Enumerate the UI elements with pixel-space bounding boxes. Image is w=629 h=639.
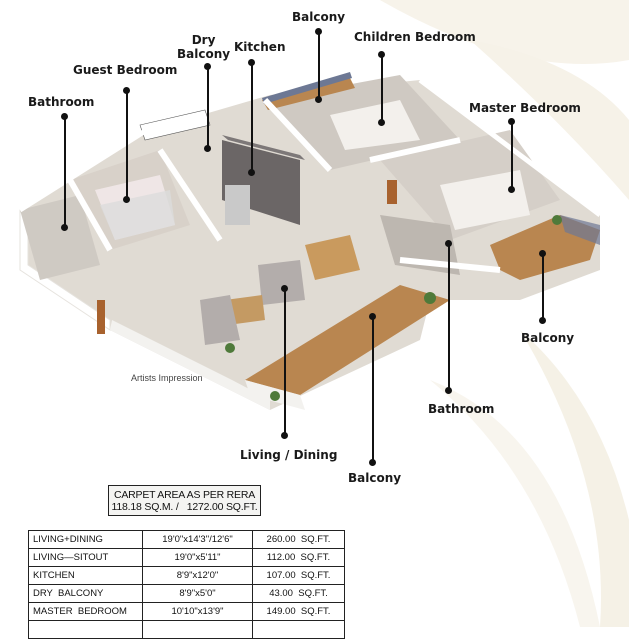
floor-plan-3d-render — [18, 72, 602, 410]
pin-line — [126, 90, 128, 200]
pin-line — [381, 54, 383, 122]
label-bathroom-left: Bathroom — [28, 95, 95, 109]
room-name: KITCHEN — [28, 566, 143, 585]
pin-dot-icon — [315, 96, 322, 103]
room-area-table: LIVING+DINING 19'0"x14'3"/12'6" 260.00 S… — [28, 530, 345, 639]
room-name — [28, 620, 143, 639]
label-bathroom-right: Bathroom — [428, 402, 495, 416]
pin-dot-icon — [248, 169, 255, 176]
table-row: MASTER BEDROOM 10'10"x13'9" 149.00 SQ.FT… — [28, 602, 345, 621]
room-name: LIVING+DINING — [28, 530, 143, 549]
room-name: MASTER BEDROOM — [28, 602, 143, 621]
pin-line — [251, 62, 253, 172]
room-area: 112.00 SQ.FT. — [252, 548, 345, 567]
room-dimensions: 8'9"x12'0" — [142, 566, 253, 585]
label-kitchen: Kitchen — [234, 40, 286, 54]
room-area: 260.00 SQ.FT. — [252, 530, 345, 549]
pin-dot-icon — [281, 432, 288, 439]
room-name: DRY BALCONY — [28, 584, 143, 603]
label-dry-balcony: Dry Balcony — [177, 33, 231, 61]
pin-dot-icon — [123, 196, 130, 203]
carpet-area-value: 118.18 SQ.M. / 1272.00 SQ.FT. — [111, 501, 258, 513]
carpet-area-box: CARPET AREA AS PER RERA 118.18 SQ.M. / 1… — [108, 485, 261, 516]
pin-line — [448, 243, 450, 390]
label-children-bedroom: Children Bedroom — [354, 30, 476, 44]
table-row: DRY BALCONY 8'9"x5'0" 43.00 SQ.FT. — [28, 584, 345, 603]
table-row: LIVING+DINING 19'0"x14'3"/12'6" 260.00 S… — [28, 530, 345, 549]
label-balcony-right: Balcony — [521, 331, 575, 345]
room-area: 107.00 SQ.FT. — [252, 566, 345, 585]
pin-line — [284, 288, 286, 435]
table-row: KITCHEN 8'9"x12'0" 107.00 SQ.FT. — [28, 566, 345, 585]
room-dimensions: 19'0"x14'3"/12'6" — [142, 530, 253, 549]
room-area — [252, 620, 345, 639]
room-dimensions: 10'10"x13'9" — [142, 602, 253, 621]
pin-dot-icon — [204, 145, 211, 152]
carpet-area-title: CARPET AREA AS PER RERA — [113, 489, 256, 501]
room-dimensions: 8'9"x5'0" — [142, 584, 253, 603]
table-row — [28, 620, 345, 639]
pin-line — [542, 253, 544, 321]
pin-dot-icon — [369, 459, 376, 466]
room-dimensions — [142, 620, 253, 639]
label-master-bedroom: Master Bedroom — [469, 101, 581, 115]
pin-line — [64, 116, 66, 228]
label-living-dining: Living / Dining — [240, 448, 338, 462]
pin-dot-icon — [539, 317, 546, 324]
pin-line — [372, 316, 374, 463]
room-area: 149.00 SQ.FT. — [252, 602, 345, 621]
room-area: 43.00 SQ.FT. — [252, 584, 345, 603]
pin-line — [318, 31, 320, 99]
room-dimensions: 19'0"x5'11" — [142, 548, 253, 567]
pin-dot-icon — [445, 387, 452, 394]
label-guest-bedroom: Guest Bedroom — [73, 63, 178, 77]
pin-dot-icon — [378, 119, 385, 126]
pin-dot-icon — [61, 224, 68, 231]
artist-impression-note: Artists Impression — [131, 373, 203, 383]
label-balcony-top: Balcony — [292, 10, 346, 24]
table-row: LIVING—SITOUT 19'0"x5'11" 112.00 SQ.FT. — [28, 548, 345, 567]
pin-dot-icon — [508, 186, 515, 193]
room-name: LIVING—SITOUT — [28, 548, 143, 567]
label-balcony-bottom: Balcony — [348, 471, 402, 485]
pin-line — [511, 121, 513, 189]
pin-line — [207, 66, 209, 148]
